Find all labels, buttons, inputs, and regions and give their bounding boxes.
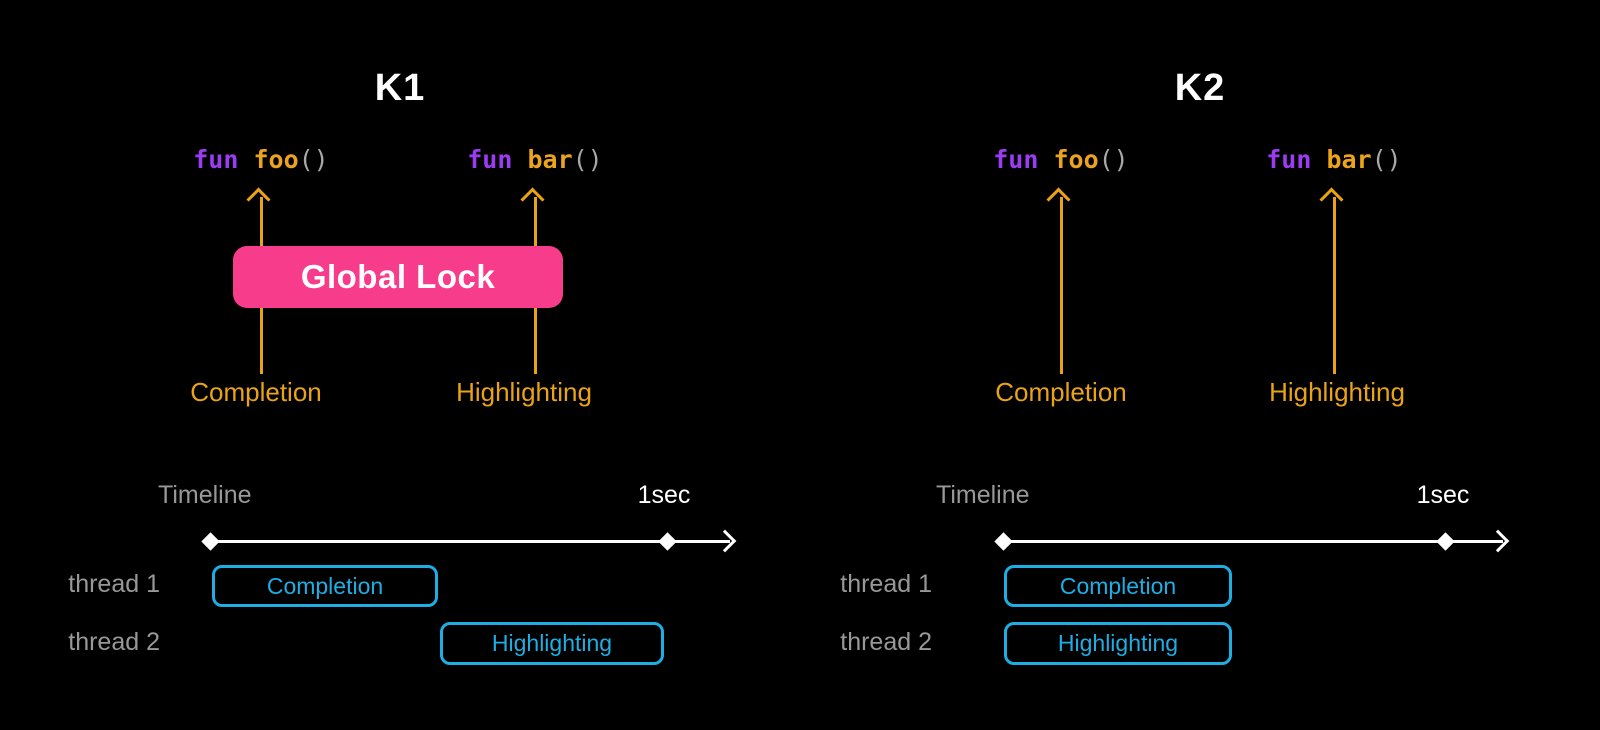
k1-completion-arrow-icon [246,187,271,212]
k2-bar-name: bar [1326,144,1372,174]
k2-thread2-task-label: Highlighting [1057,630,1179,656]
k2-bar-keyword: fun [1266,144,1312,174]
k2-1sec-label: 1sec [1416,480,1470,509]
k1-timeline-arrow-icon [713,529,737,553]
k2-title-text: K2 [1174,66,1226,109]
k2-code-bar: fun bar() [1204,143,1464,175]
k1-thread1-label: thread 1 [68,570,160,598]
k2-foo-keyword: fun [993,144,1039,174]
k2-highlighting-arrow-line [1333,197,1336,374]
k2-thread1-task-box: Completion [1004,565,1232,607]
k1-highlighting-arrow-icon [520,187,545,212]
k2-bar-parens: () [1371,144,1402,174]
k2-highlighting-arrow-icon [1319,187,1344,212]
k1-global-lock-box: Global Lock [233,246,563,308]
k2-timeline-label: Timeline [936,481,1030,509]
k1-timeline-start-diamond-icon [201,532,220,551]
k1-highlighting-label: Highlighting [456,376,592,407]
k2-timeline-start-diamond-icon [994,532,1013,551]
k1-foo-parens: () [298,144,329,174]
k1-bar-keyword: fun [467,144,513,174]
k1-thread2-task-label: Highlighting [491,630,613,656]
k2-thread2-label: thread 2 [840,628,932,656]
k2-thread2-task-box: Highlighting [1004,622,1232,665]
k1-code-foo: fun foo() [131,143,391,175]
k2-thread1-label: thread 1 [840,570,932,598]
k2-completion-arrow-icon [1046,187,1071,212]
k1-code-bar: fun bar() [405,143,665,175]
k1-thread2-label: thread 2 [68,628,160,656]
k2-completion-label: Completion [995,376,1127,407]
k1-completion-label: Completion [190,376,322,407]
k2-completion-arrow-line [1060,197,1063,374]
k2-foo-parens: () [1098,144,1129,174]
k1-1sec-label: 1sec [637,480,691,509]
k2-highlighting-label: Highlighting [1269,376,1405,407]
k1-thread2-task-box: Highlighting [440,622,664,665]
k2-foo-name: foo [1053,144,1099,174]
k1-bar-name: bar [527,144,573,174]
k2-timeline-axis [1003,540,1503,543]
k2-timeline-arrow-icon [1486,529,1510,553]
k1-timeline-axis [210,540,730,543]
k2-panel-title: K2 [1120,66,1280,109]
k1-foo-name: foo [253,144,299,174]
k1-title-text: K1 [374,66,426,109]
k2-timeline-1sec-diamond-icon [1436,532,1455,551]
k1-thread1-task-box: Completion [212,565,438,607]
k1-thread1-task-label: Completion [266,572,384,599]
k1-global-lock-label: Global Lock [300,258,496,295]
k2-thread1-task-label: Completion [1059,572,1177,599]
k1-bar-parens: () [572,144,603,174]
k1-foo-keyword: fun [193,144,239,174]
k1-timeline-1sec-diamond-icon [658,532,677,551]
k2-code-foo: fun foo() [931,143,1191,175]
k1-panel-title: K1 [320,66,480,109]
k1-timeline-label: Timeline [158,481,252,509]
